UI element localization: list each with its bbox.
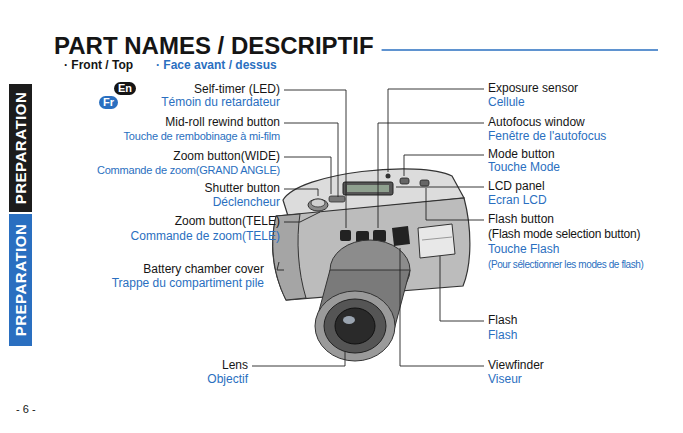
- part-name-fr: Témoin du retardateur: [161, 96, 280, 108]
- part-name-fr-note: (Pour sélectionner les modes de flash): [488, 260, 643, 270]
- part-name: Self-timer (LED): [194, 83, 280, 95]
- part-name-note: (Flash mode selection button): [488, 228, 640, 240]
- part-name: Zoom button(TELE): [175, 215, 280, 227]
- part-name-fr: Commande de zoom(TELE): [131, 230, 280, 242]
- subheading: · Front / Top: [64, 59, 133, 71]
- part-name: LCD panel: [488, 180, 545, 192]
- part-name: Flash: [488, 314, 517, 326]
- part-name-fr: Flash: [488, 329, 517, 341]
- zoom-button: [329, 196, 345, 202]
- viewfinder-window: [392, 226, 410, 246]
- self-timer-led: [340, 230, 351, 241]
- part-name: Autofocus window: [488, 116, 585, 128]
- part-name: Battery chamber cover: [143, 263, 264, 275]
- part-name-fr: Objectif: [207, 373, 248, 385]
- part-name-fr: Fenêtre de l'autofocus: [488, 130, 606, 142]
- part-name: Viewfinder: [488, 359, 544, 371]
- part-name: Zoom button(WIDE): [173, 150, 280, 162]
- flash-window: [418, 224, 455, 258]
- part-name-fr: Ecran LCD: [488, 194, 547, 206]
- part-name-fr: Viseur: [488, 373, 522, 385]
- lcd-panel: [343, 182, 393, 195]
- flash-button: [420, 180, 429, 186]
- part-name-fr: Déclencheur: [213, 196, 280, 208]
- part-name: Mode button: [488, 148, 555, 160]
- part-name-fr: Touche de rembobinage à mi-film: [124, 131, 280, 142]
- part-name-fr: Touche Mode: [488, 161, 560, 173]
- language-badge: En: [114, 82, 136, 95]
- subheading-fr: · Face avant / dessus: [156, 59, 277, 71]
- language-badge: Fr: [99, 96, 118, 109]
- part-name: Exposure sensor: [488, 82, 578, 94]
- part-name-fr: Touche Flash: [488, 243, 559, 255]
- part-name-fr: Cellule: [488, 96, 525, 108]
- part-name: Lens: [222, 359, 248, 371]
- page-title: PART NAMES / DESCRIPTIF: [54, 34, 374, 58]
- part-name-fr: Trappe du compartiment pile: [112, 277, 264, 289]
- lens-barrel: [316, 270, 410, 355]
- section-tab: PREPARATION: [13, 92, 28, 204]
- part-name-fr: Commande de zoom(GRAND ANGLE): [97, 165, 280, 176]
- exposure-sensor: [386, 174, 391, 179]
- part-name: Shutter button: [205, 182, 280, 194]
- part-name: Flash button: [488, 213, 554, 225]
- shutter-button: [308, 199, 328, 211]
- title-rule: [382, 49, 658, 51]
- lens-glass: [335, 308, 375, 344]
- part-name: Mid-roll rewind button: [165, 116, 280, 128]
- mode-button: [400, 178, 409, 184]
- leader-lines: [252, 89, 484, 366]
- lens-front: [315, 291, 395, 361]
- section-tab: PREPARATION: [13, 224, 28, 336]
- page-number: - 6 -: [16, 404, 36, 415]
